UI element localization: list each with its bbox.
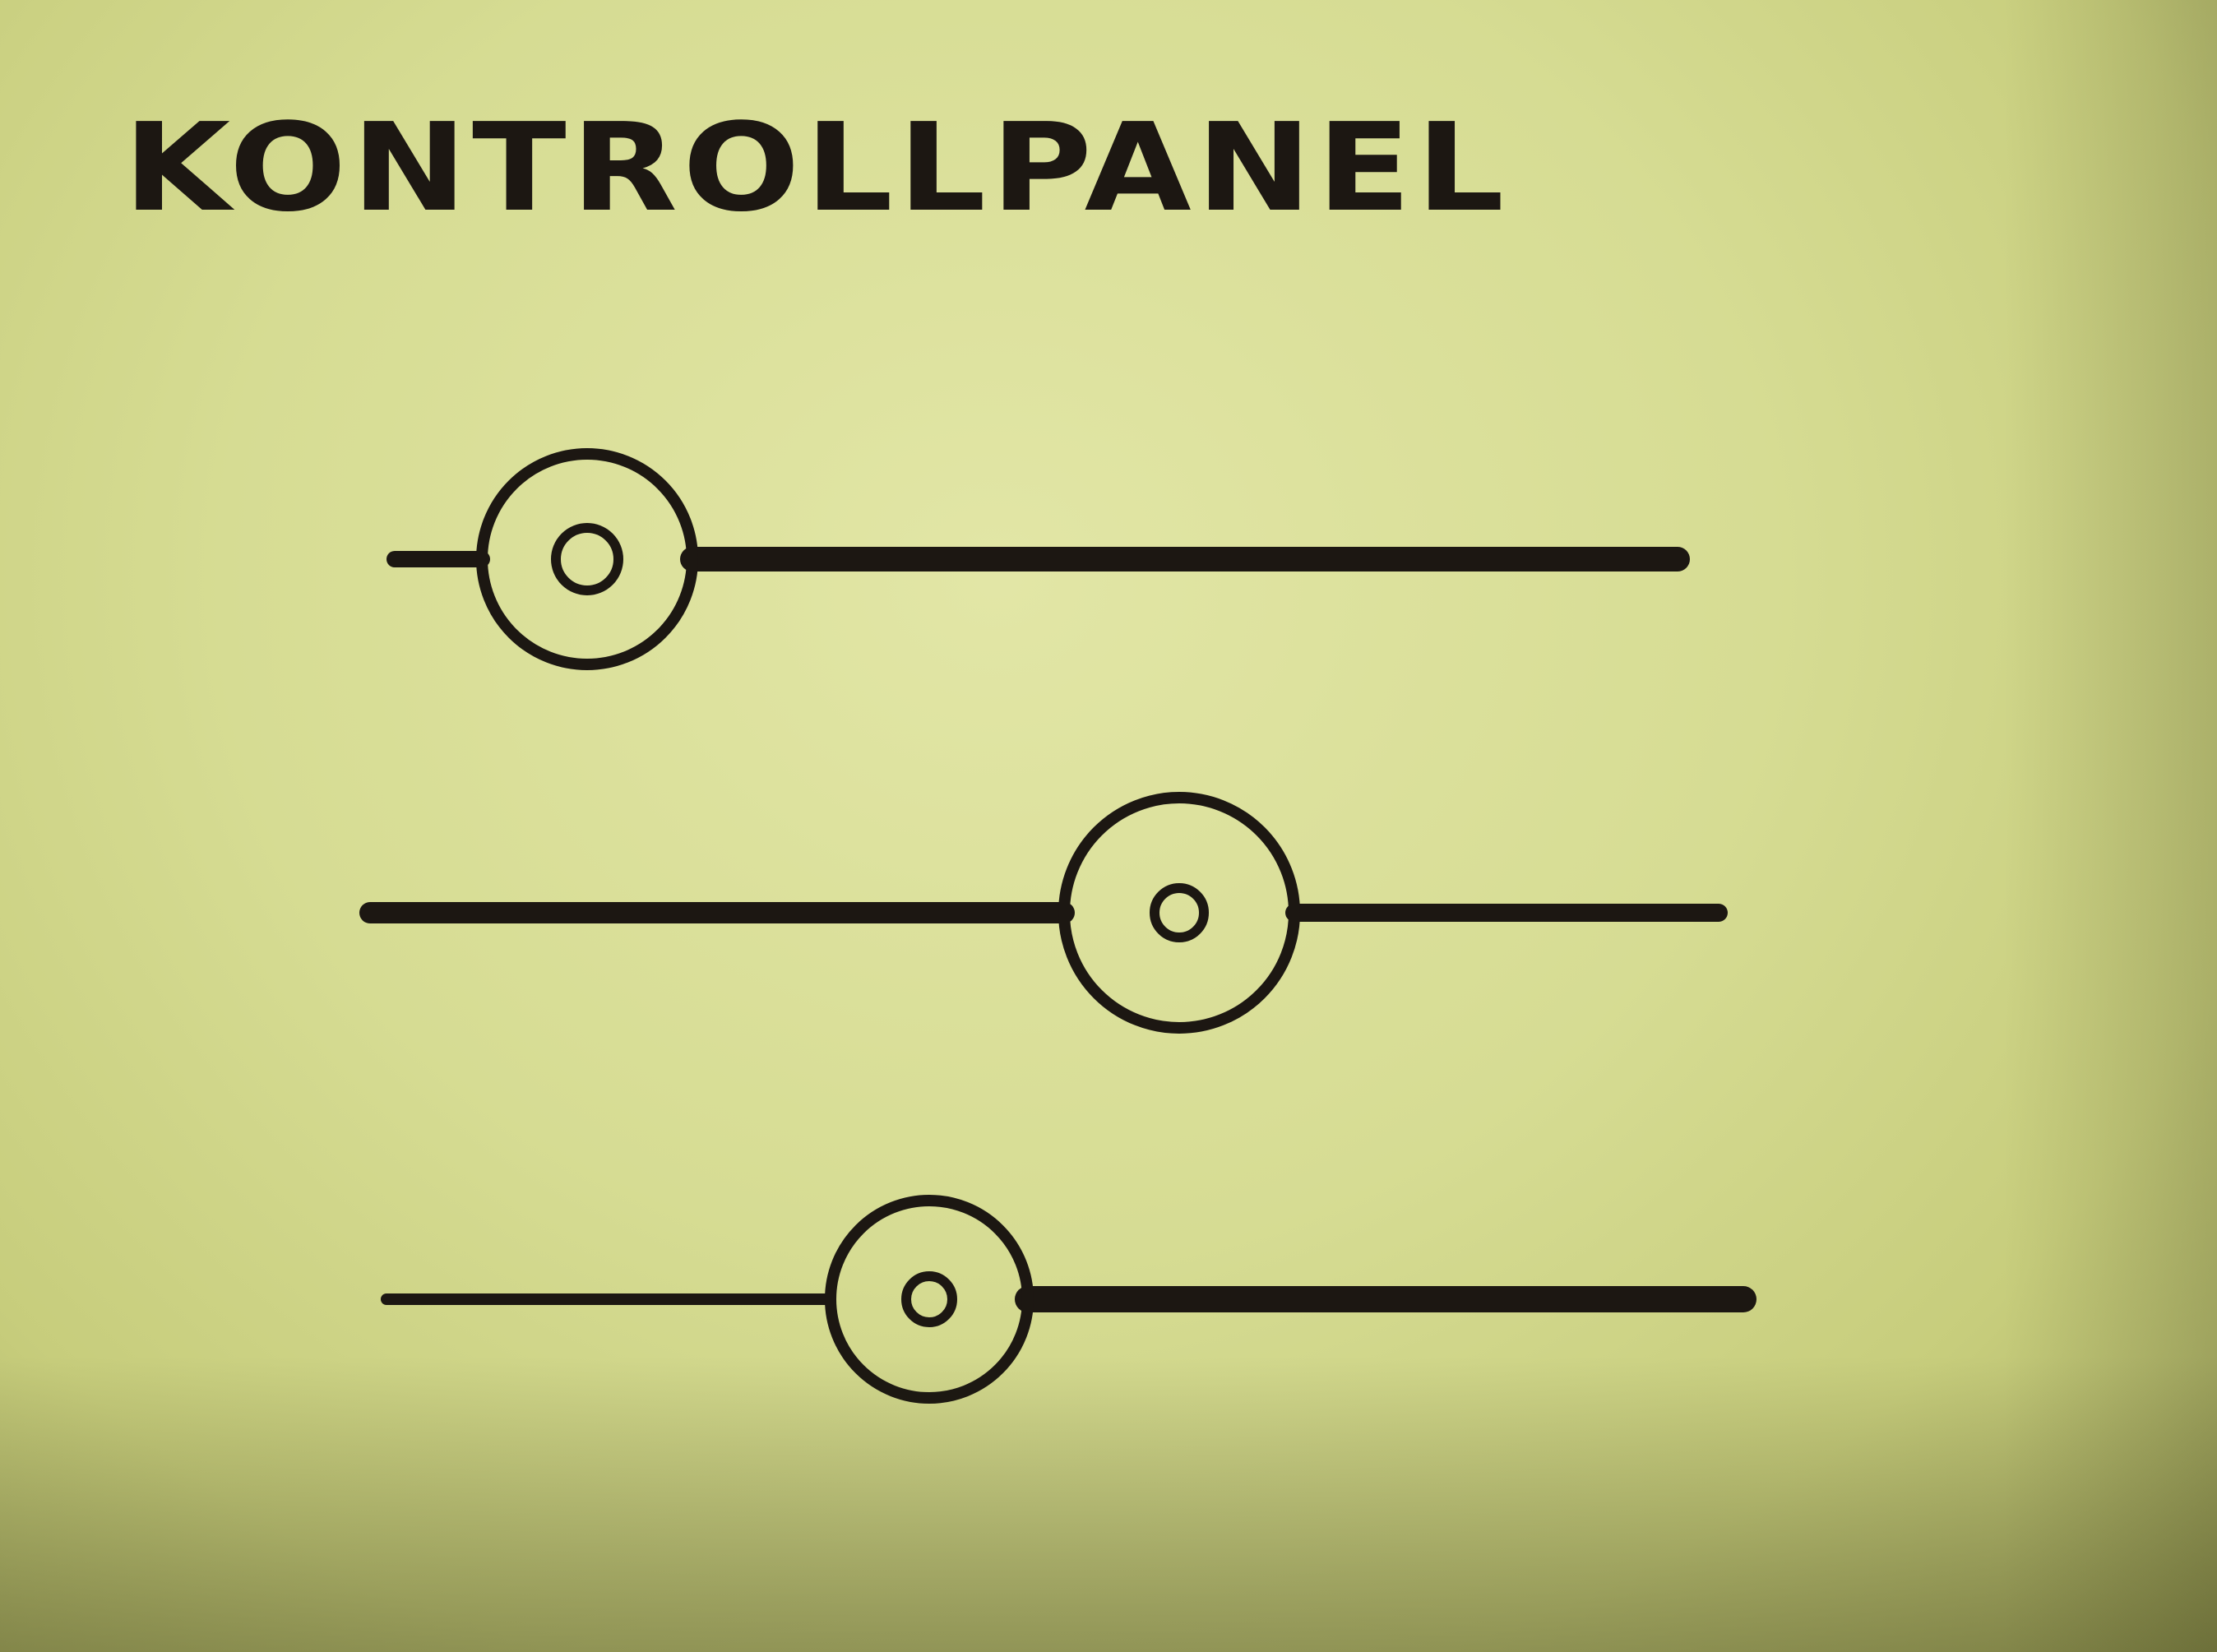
slider-3[interactable] [370, 1176, 1760, 1423]
slider-1-knob-ring [476, 448, 698, 670]
slider-3-knob-center-icon [901, 1271, 957, 1327]
slider-2-handle[interactable] [1058, 792, 1300, 1034]
slider-1-handle[interactable] [476, 448, 698, 670]
slider-2-graphic [359, 792, 1728, 1034]
slider-3-graphic [381, 1195, 1756, 1404]
slider-1[interactable] [378, 436, 1694, 683]
slider-3-handle[interactable] [825, 1195, 1034, 1404]
slider-1-graphic [386, 448, 1690, 670]
panel-title: KONTROLLPANEL [123, 96, 1510, 239]
paper-shadow-right [2003, 0, 2217, 1652]
slider-2-knob-center-icon [1150, 883, 1209, 942]
slider-3-knob-ring [825, 1195, 1034, 1404]
slider-2-knob-ring [1058, 792, 1300, 1034]
slider-2[interactable] [354, 789, 1735, 1036]
slider-1-knob-center-icon [551, 523, 623, 595]
